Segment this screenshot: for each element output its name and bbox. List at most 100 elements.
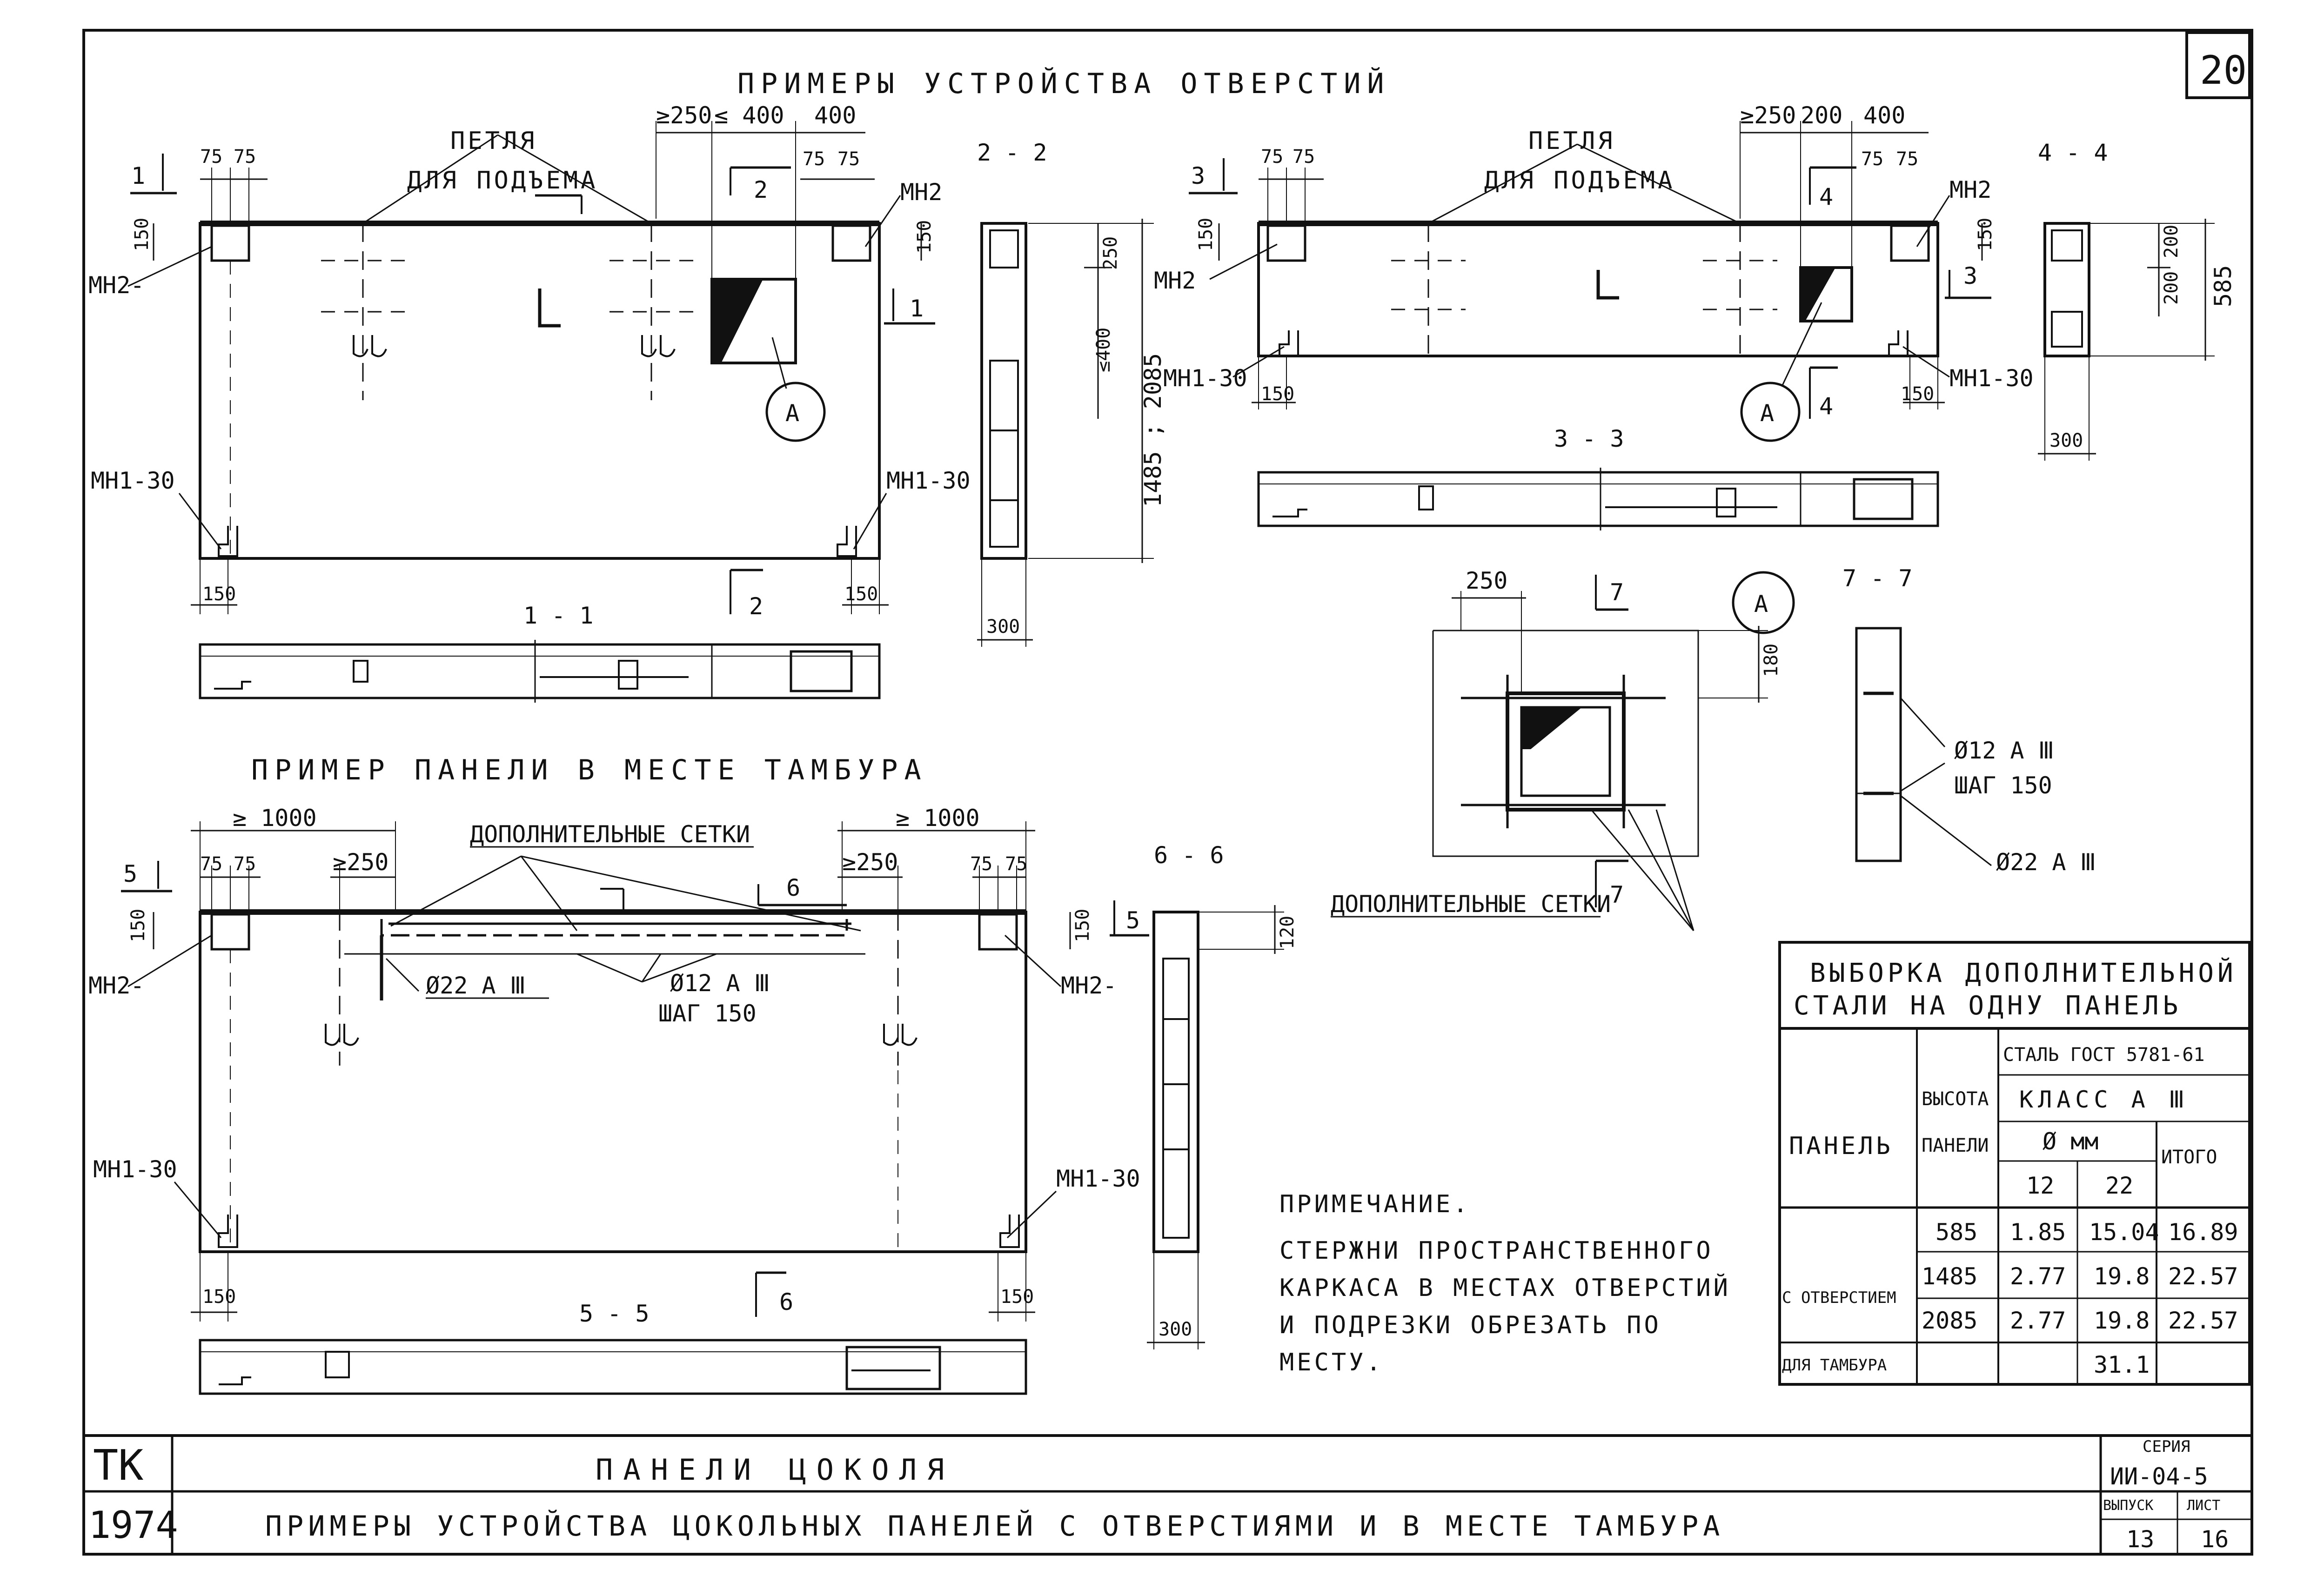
steel-table — [1778, 941, 2251, 1386]
table-d12: 12 — [2026, 1172, 2054, 1199]
sheet-number: 20 — [2200, 47, 2247, 93]
row2-total: 22.57 — [2168, 1263, 2238, 1290]
callout-a-3: А — [1760, 400, 1774, 427]
sec-mark-5b: 5 — [1126, 907, 1140, 934]
dim-200-4b: 200 — [2161, 271, 2182, 305]
sec-mark-2a: 2 — [754, 176, 768, 203]
sec-mark-1b: 1 — [910, 295, 924, 322]
dim-75-j: 75 — [234, 853, 256, 875]
dim-180-a: 180 — [1761, 644, 1782, 677]
dim-150-12: 150 — [1000, 1286, 1034, 1308]
mark-mn130-5: МН1-30 — [93, 1156, 177, 1183]
section-2-2-label: 2 - 2 — [977, 139, 1047, 166]
dim-75-b: 75 — [234, 146, 256, 168]
sec-mark-2b: 2 — [749, 593, 763, 620]
row1-v22: 15.04 — [2089, 1219, 2159, 1246]
panel-5-dims — [153, 821, 1071, 1322]
table-diameter: Ø мм — [2043, 1128, 2098, 1155]
issue-label: ВЫПУСК — [2103, 1497, 2153, 1514]
series-label: СЕРИЯ — [2143, 1437, 2190, 1456]
row2-v22: 19.8 — [2094, 1263, 2150, 1290]
sec-mark-6a: 6 — [786, 874, 800, 901]
dim-ge1000-a: ≥ 1000 — [233, 805, 317, 832]
loop-label-1a: ПЕТЛЯ — [450, 127, 537, 155]
mark-mn2-6: МН2- — [1061, 972, 1117, 999]
panel-3-dims — [1218, 121, 1983, 409]
dim-75-k: 75 — [970, 853, 992, 875]
rebar-step-b: ШАГ 150 — [658, 1000, 757, 1027]
rebar-d12-a: Ø12 А Ⅲ — [1954, 737, 2054, 764]
sec-mark-1a: 1 — [131, 162, 145, 189]
panel-elevation-1 — [199, 134, 881, 560]
sec-mark-4a: 4 — [1819, 183, 1833, 210]
sec-mark-5a: 5 — [123, 860, 137, 887]
section-4-4 — [2038, 219, 2215, 461]
dim-250-a: 250 — [1466, 567, 1507, 594]
section-4-4-label: 4 - 4 — [2038, 139, 2108, 166]
mark-mn2-5: МН2- — [88, 972, 144, 999]
drawing-title: ПАНЕЛИ ЦОКОЛЯ — [596, 1453, 954, 1487]
row3-total: 22.57 — [2168, 1307, 2238, 1334]
rebar-d12-b: Ø12 А Ⅲ — [670, 970, 770, 997]
year: 1974 — [88, 1503, 178, 1547]
rebar-step-a: ШАГ 150 — [1954, 772, 2052, 799]
dim-ge250-5b: ≥250 — [842, 849, 898, 876]
table-group-tambour: ДЛЯ ТАМБУРА — [1782, 1356, 1887, 1375]
row3-h: 2085 — [1922, 1307, 1977, 1334]
sec-mark-7b: 7 — [1610, 881, 1624, 908]
sec-mark-6b: 6 — [779, 1288, 793, 1315]
detail-a — [1432, 575, 1768, 931]
page-heading: ПРИМЕРЫ УСТРОЙСТВА ОТВЕРСТИЙ — [737, 67, 1390, 100]
note-line-1: СТЕРЖНИ ПРОСТРАНСТВЕННОГО — [1279, 1237, 1714, 1265]
dim-ge250-1: ≥250 — [656, 102, 712, 129]
extra-meshes-label-a: ДОПОЛНИТЕЛЬНЫЕ СЕТКИ — [1331, 891, 1611, 918]
sec-mark-3a: 3 — [1191, 162, 1205, 189]
dim-75-d: 75 — [837, 148, 860, 170]
section-3-3-label: 3 - 3 — [1554, 425, 1624, 452]
table-col-height-2: ПАНЕЛИ — [1922, 1135, 1989, 1156]
row1-v12: 1.85 — [2010, 1219, 2066, 1246]
dim-150-8: 150 — [1901, 383, 1934, 405]
dim-150-3: 150 — [202, 584, 236, 605]
mark-mn130-4: МН1-30 — [1949, 365, 2034, 392]
dim-ge250-5a: ≥250 — [333, 849, 388, 876]
row2-v12: 2.77 — [2010, 1263, 2066, 1290]
dim-200-4a: 200 — [2161, 225, 2182, 258]
sec-mark-4b: 4 — [1819, 393, 1833, 420]
drawing-subtitle: ПРИМЕРЫ УСТРОЙСТВА ЦОКОЛЬНЫХ ПАНЕЛЕЙ С О… — [265, 1509, 1724, 1543]
dim-le400-2: ≤400 — [1093, 328, 1114, 372]
note-line-3: И ПОДРЕЗКИ ОБРЕЗАТЬ ПО — [1279, 1311, 1661, 1339]
section-5-5-strip — [199, 1339, 1027, 1395]
table-steel-grade: СТАЛЬ ГОСТ 5781-61 — [2003, 1044, 2204, 1066]
rebar-d22-a: Ø22 А Ⅲ — [1996, 849, 2096, 876]
section-2-2 — [977, 219, 1154, 647]
row2-h: 1485 — [1922, 1263, 1977, 1290]
dim-75-f: 75 — [1293, 146, 1315, 168]
dim-300-2: 300 — [986, 616, 1020, 638]
note-line-4: МЕСТУ. — [1279, 1349, 1384, 1376]
dim-300-6: 300 — [1159, 1319, 1192, 1340]
sec-mark-7a: 7 — [1610, 579, 1624, 606]
sheet-label: ЛИСТ — [2187, 1497, 2220, 1514]
row3-v22: 19.8 — [2094, 1307, 2150, 1334]
rebar-d22-b: Ø22 А Ⅲ — [426, 972, 526, 999]
mark-mn2-2: МН2 — [900, 179, 942, 206]
dim-le400-1: ≤ 400 — [714, 102, 784, 129]
table-title-2: СТАЛИ НА ОДНУ ПАНЕЛЬ — [1794, 991, 2182, 1021]
dim-400-1: 400 — [814, 102, 856, 129]
dim-height-2: 1485 ; 2085 — [1139, 353, 1166, 507]
issue-value: 13 — [2126, 1526, 2154, 1553]
row1-total: 16.89 — [2168, 1219, 2238, 1246]
mark-mn2-4: МН2 — [1949, 176, 1991, 203]
dim-75-a: 75 — [200, 146, 222, 168]
dim-400-3: 400 — [1863, 102, 1905, 129]
loop-label-3a: ПЕТЛЯ — [1528, 127, 1615, 155]
section-5-5-label: 5 - 5 — [579, 1300, 650, 1327]
table-d22: 22 — [2105, 1172, 2133, 1199]
note-line-2: КАРКАСА В МЕСТАХ ОТВЕРСТИЙ — [1279, 1274, 1731, 1302]
dim-150-10: 150 — [1072, 909, 1093, 942]
dim-150-4: 150 — [844, 584, 878, 605]
extra-meshes-label-b: ДОПОЛНИТЕЛЬНЫЕ СЕТКИ — [470, 821, 750, 848]
table-title-1: ВЫБОРКА ДОПОЛНИТЕЛЬНОЙ — [1810, 958, 2237, 988]
